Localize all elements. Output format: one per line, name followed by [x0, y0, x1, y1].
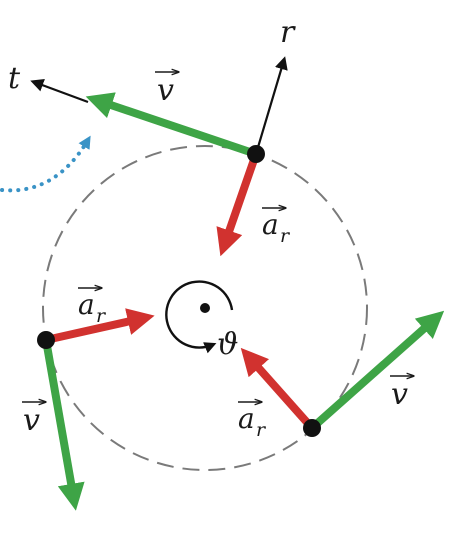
- velocity-arrow-top: [85, 92, 258, 158]
- acceleration-arrow-right: [240, 347, 315, 431]
- svg-text:r: r: [280, 225, 291, 247]
- svg-text:r: r: [256, 419, 267, 441]
- velocity-label-top: v: [155, 72, 178, 108]
- motion-direction-hint: [0, 135, 91, 193]
- particle-left: [37, 331, 55, 349]
- particle-top: [247, 145, 265, 163]
- angle-label: ϑ: [217, 327, 238, 362]
- orbit-circle: [42, 145, 368, 471]
- svg-text:v: v: [157, 73, 174, 108]
- svg-text:v: v: [23, 403, 40, 438]
- acceleration-label-left: a r: [78, 288, 107, 327]
- svg-text:a: a: [78, 288, 95, 321]
- svg-text:r: r: [96, 305, 107, 327]
- velocity-arrow-left: [42, 339, 85, 511]
- svg-text:a: a: [262, 208, 279, 241]
- tangent-axis-label: t: [8, 61, 21, 96]
- center-point: [200, 303, 210, 313]
- radial-axis-label: r: [280, 15, 296, 50]
- svg-text:v: v: [391, 377, 408, 412]
- rotation-arrow: [165, 280, 234, 354]
- acceleration-label-top: a r: [262, 208, 291, 247]
- svg-text:a: a: [238, 402, 255, 435]
- acceleration-label-right: a r: [238, 402, 267, 441]
- velocity-arrow-right: [309, 310, 445, 431]
- particle-bottom-right: [303, 419, 321, 437]
- radial-axis-arrow: [254, 56, 288, 155]
- tangent-axis-arrow: [30, 79, 89, 104]
- acceleration-arrow-top: [216, 152, 260, 257]
- velocity-label-left: v: [22, 402, 45, 438]
- acceleration-arrow-left: [45, 308, 155, 344]
- velocity-label-right: v: [390, 376, 413, 412]
